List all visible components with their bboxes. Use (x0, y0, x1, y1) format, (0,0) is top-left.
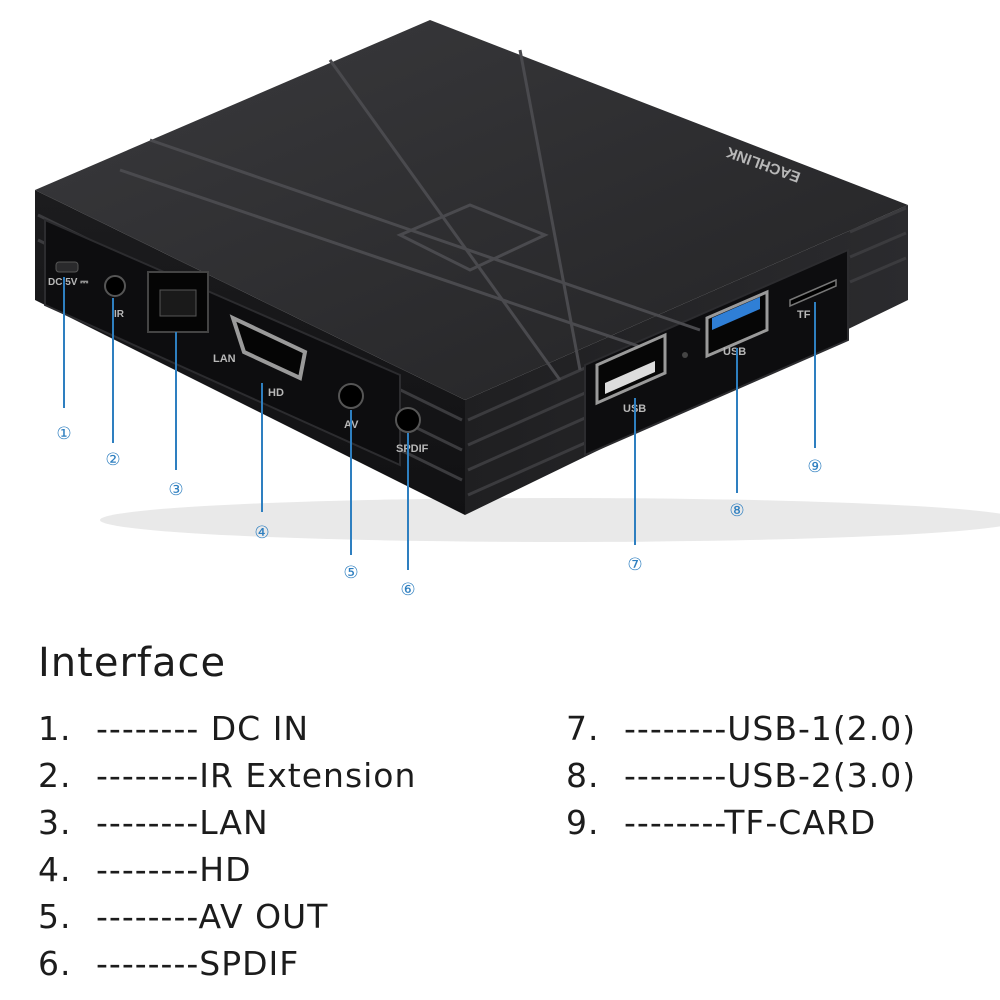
item-text: --------TF-CARD (624, 803, 877, 842)
lan-label: LAN (213, 353, 236, 365)
item-text: --------USB-2(3.0) (624, 756, 917, 795)
item-number: 1. (38, 709, 72, 748)
callout-lines (63, 277, 816, 570)
item-number: 5. (38, 897, 72, 936)
item-text: --------LAN (96, 803, 269, 842)
item-text: -------- DC IN (96, 709, 310, 748)
item-text: --------HD (96, 850, 252, 889)
list-item: 5. --------AV OUT (38, 893, 416, 940)
list-item: 1. -------- DC IN (38, 705, 416, 752)
item-number: 8. (566, 756, 600, 795)
dc-label: DC 5V ⎓ (48, 277, 88, 288)
list-item: 4. --------HD (38, 846, 416, 893)
item-text: --------IR Extension (96, 756, 417, 795)
callout-8: ⑧ (729, 501, 744, 521)
reset-hole (682, 352, 688, 358)
callout-1: ① (56, 424, 71, 444)
item-number: 2. (38, 756, 72, 795)
spdif-label: SPDIF (396, 443, 429, 455)
item-number: 6. (38, 944, 72, 983)
item-number: 9. (566, 803, 600, 842)
item-text: --------USB-1(2.0) (624, 709, 917, 748)
list-item: 6. --------SPDIF (38, 940, 416, 987)
callout-2: ② (105, 450, 120, 470)
list-item: 8. --------USB-2(3.0) (566, 752, 916, 799)
ir-label: IR (114, 309, 125, 320)
list-item: 3. --------LAN (38, 799, 416, 846)
item-number: 4. (38, 850, 72, 889)
top-x-pattern (119, 49, 701, 381)
callout-6: ⑥ (400, 580, 415, 600)
lan-port-jack (159, 289, 197, 317)
callout-5: ⑤ (343, 563, 358, 583)
item-number: 3. (38, 803, 72, 842)
callout-9: ⑨ (807, 457, 822, 477)
tf-label: TF (797, 309, 811, 321)
front-port-panel (44, 218, 401, 467)
ir-port (104, 275, 126, 297)
item-number: 7. (566, 709, 600, 748)
list-item: 2. --------IR Extension (38, 752, 416, 799)
box-top-face (35, 20, 908, 400)
av-port (338, 383, 364, 409)
callout-4: ④ (254, 523, 269, 543)
tv-box-photo: EACHLINK DC 5V ⎓ IR LAN HD AV SPDIF USB … (35, 20, 1000, 600)
spdif-port (395, 407, 421, 433)
interface-list-left: 1.-------- DC IN 2.--------IR Extension … (38, 705, 416, 987)
right-vents (467, 206, 907, 497)
hd-port (229, 314, 308, 381)
tf-slot (789, 278, 837, 308)
callout-7: ⑦ (627, 555, 642, 575)
callout-3: ③ (168, 480, 183, 500)
list-item: 9. --------TF-CARD (566, 799, 916, 846)
usb2-label: USB (723, 346, 746, 358)
dc-in-port (55, 261, 79, 273)
item-text: --------AV OUT (96, 897, 329, 936)
interface-list-right: 7. --------USB-1(2.0) 8. --------USB-2(3.0… (566, 705, 916, 846)
hd-label: HD (268, 387, 284, 399)
section-title: Interface (38, 640, 227, 686)
item-text: --------SPDIF (96, 944, 300, 983)
usb1-tongue (605, 361, 655, 394)
box-shadow (100, 498, 1000, 542)
list-item: 7. --------USB-1(2.0) (566, 705, 916, 752)
usb2-tongue (712, 297, 760, 330)
